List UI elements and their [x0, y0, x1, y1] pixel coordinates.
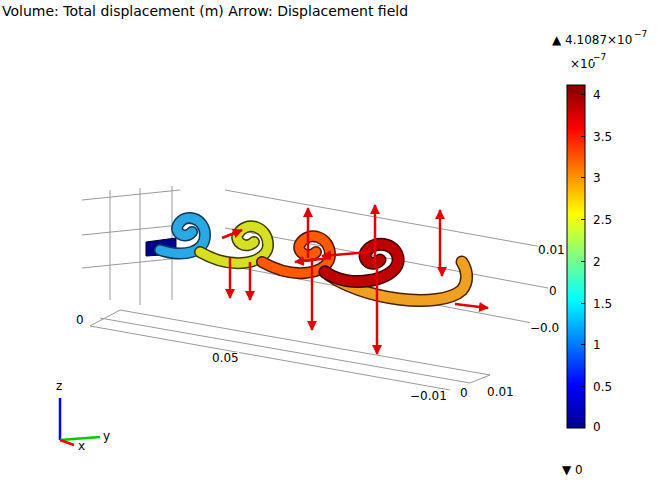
axis-tick: 0 — [549, 285, 557, 297]
colorbar-tick: 4 — [593, 89, 601, 101]
colorbar-tick: 0.5 — [593, 381, 612, 393]
colorbar-tick: 2 — [593, 256, 601, 268]
max-value: ▲ 4.1087×10 — [552, 34, 632, 46]
colorbar-tick: 2.5 — [593, 214, 612, 226]
min-value: ▼ 0 — [562, 464, 583, 476]
color-bar-ticks — [581, 95, 585, 387]
unit-multiplier: ×10 — [570, 58, 595, 70]
axis-grid — [82, 186, 548, 390]
colorbar-tick: 3 — [593, 172, 601, 184]
plot-title: Volume: Total displacement (m) Arrow: Di… — [2, 4, 408, 18]
axis-tick: −0.01 — [410, 390, 447, 402]
colorbar-tick: 1.5 — [593, 298, 612, 310]
axis-tick: −0.0 — [530, 322, 559, 334]
displacement-arrows — [222, 205, 488, 354]
exponent: −7 — [634, 30, 647, 39]
axis-tick: 0.05 — [212, 352, 239, 364]
colorbar-tick: 1 — [593, 339, 601, 351]
axis-name: x — [78, 440, 85, 452]
spring-coils — [160, 218, 467, 301]
exponent: −7 — [593, 53, 606, 62]
colorbar-tick: 0 — [593, 421, 601, 433]
axis-name: z — [56, 380, 62, 392]
axis-tick: 0.01 — [487, 386, 514, 398]
axis-name: y — [103, 430, 110, 442]
colorbar-tick: 3.5 — [593, 131, 612, 143]
axis-tick: 0 — [460, 387, 468, 399]
axis-tick: 0 — [76, 314, 84, 326]
axis-tick: 0.01 — [538, 244, 565, 256]
axis-triad — [60, 398, 100, 445]
color-bar — [567, 85, 585, 428]
